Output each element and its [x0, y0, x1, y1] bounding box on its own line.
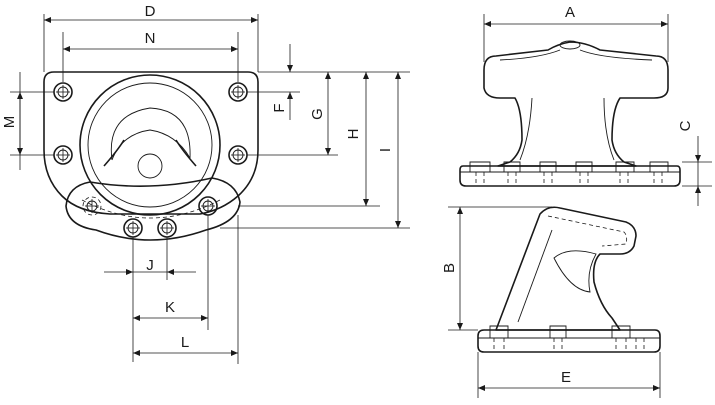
- dimension-A-label: A: [565, 4, 575, 21]
- bolt-hole-bottom-right: [157, 218, 177, 238]
- front-view: [459, 40, 681, 187]
- dimension-A: A: [483, 4, 669, 62]
- dimension-F: F: [247, 44, 300, 120]
- bolt-hole-mid-left: [53, 145, 73, 165]
- bolt-hole-top-right: [228, 82, 248, 102]
- dimension-F-label: F: [271, 103, 288, 112]
- bolt-hole-bottom-left: [123, 218, 143, 238]
- dimension-N: N: [62, 30, 239, 82]
- dimension-J: J: [104, 237, 196, 362]
- dimension-B: B: [441, 206, 552, 331]
- dimension-K-label: K: [165, 299, 175, 316]
- dimension-E-label: E: [561, 369, 571, 386]
- dimension-M-label: M: [1, 116, 18, 129]
- dimension-K: K: [133, 215, 209, 330]
- bolt-hole-mid-right: [228, 145, 248, 165]
- dimension-G-label: G: [309, 108, 326, 120]
- dimension-L: L: [133, 215, 239, 364]
- bolt-hole-flange-left: [82, 196, 102, 216]
- dimension-H: H: [238, 71, 380, 207]
- top-view: [43, 71, 259, 241]
- dimension-D: D: [43, 3, 259, 72]
- dimension-J-label: J: [146, 257, 154, 274]
- dimension-C-label: C: [677, 120, 694, 131]
- bolt-hole-top-left: [53, 82, 73, 102]
- dimension-G: G: [247, 71, 338, 156]
- dimension-C: C: [677, 120, 712, 206]
- dimension-I-label: I: [377, 148, 394, 152]
- dimension-I: I: [220, 71, 410, 229]
- dimension-N-label: N: [145, 30, 156, 47]
- dimension-E: E: [477, 352, 661, 398]
- dimension-D-label: D: [145, 3, 156, 20]
- dimension-H-label: H: [345, 129, 362, 140]
- dimension-B-label: B: [441, 263, 458, 273]
- dimension-M: M: [1, 72, 54, 170]
- bolt-hole-flange-right: [198, 196, 218, 216]
- dimension-L-label: L: [181, 334, 189, 351]
- side-view: [477, 206, 661, 353]
